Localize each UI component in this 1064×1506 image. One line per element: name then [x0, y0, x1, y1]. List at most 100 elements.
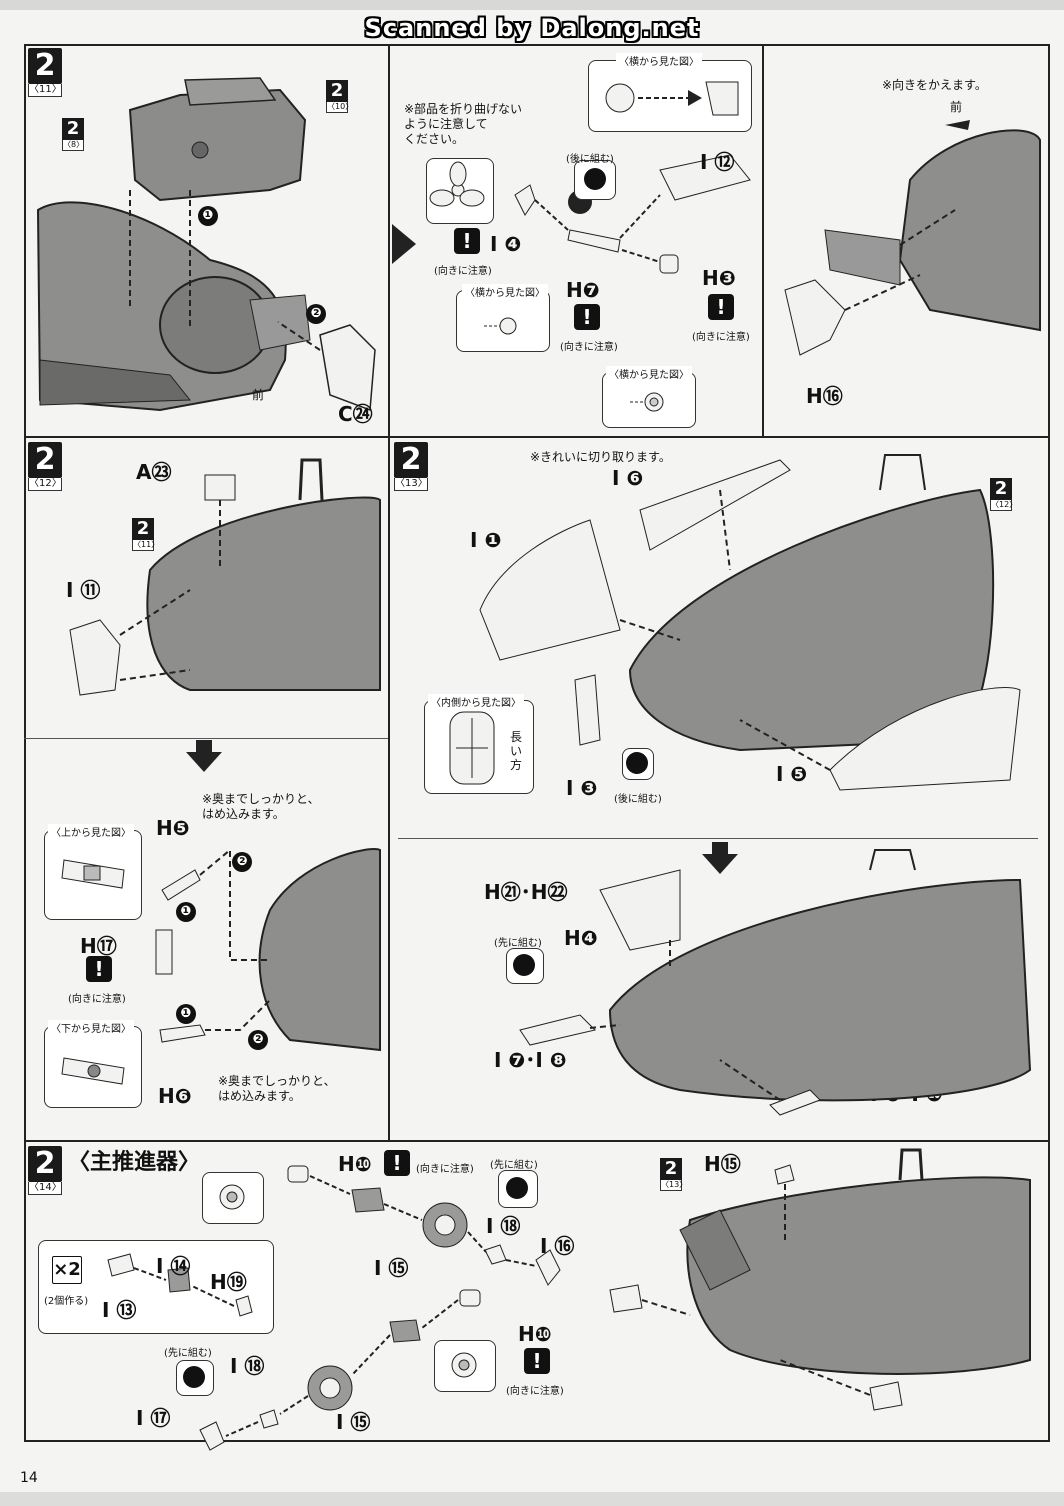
- divider-row1: [24, 436, 1048, 438]
- side-view-title-1: 〈横から見た図〉: [616, 53, 702, 68]
- part-label-h10b: H❿: [518, 1322, 552, 1346]
- submarine-rear-drawing-14: [609, 1148, 1031, 1411]
- caution-icon-6: !: [524, 1348, 550, 1374]
- submarine-assembly-drawing-11: [36, 77, 376, 412]
- part-label-i12: I ⑫: [700, 150, 735, 174]
- side-view-title-3: 〈横から見た図〉: [606, 366, 692, 381]
- divider-thin-right: [398, 838, 1038, 839]
- step-marker-2: ❷: [306, 304, 326, 324]
- ref-badge-10: 2 〈10〉: [326, 80, 354, 113]
- side-view-diagram-2: [484, 317, 517, 335]
- part-label-h5: H❺: [156, 816, 190, 840]
- note-cut-cleanly: ※きれいに切り取ります。: [530, 450, 671, 464]
- part-label-h4: H❹: [564, 926, 598, 950]
- step-badge-13: 2 〈13〉: [394, 442, 428, 491]
- inside-view-title: 〈内側から見た図〉: [428, 694, 524, 709]
- times-two-badge: ×2: [52, 1256, 82, 1284]
- part-label-i15b: I ⑮: [336, 1410, 371, 1434]
- direction-note-1: (向きに注意): [434, 266, 492, 277]
- part-label-i6: I ❻: [612, 466, 644, 490]
- flow-arrow-down-2: [702, 854, 738, 874]
- caution-icon-2: !: [574, 304, 600, 330]
- note-press-firmly-1: ※奥までしっかりと、 はめ込みます。: [202, 792, 320, 821]
- part-label-i13: I ⑬: [102, 1298, 137, 1322]
- direction-note-2: (向きに注意): [560, 342, 618, 353]
- dark-part-icon-4: [506, 1177, 528, 1199]
- step-badge-11: 2 〈11〉: [28, 48, 62, 97]
- part-label-i16: I ⑯: [540, 1234, 575, 1258]
- note-turn-around: ※向きをかえます。: [882, 78, 987, 92]
- detail-diagram-14a: [219, 1184, 245, 1210]
- divider-thin-left: [24, 738, 388, 739]
- step-marker-12-1b: ❶: [176, 1004, 196, 1024]
- long-side-label: 長い方: [510, 730, 523, 772]
- front-label-2: 前: [950, 100, 963, 114]
- part-label-i4: I ❹: [490, 232, 522, 256]
- part-label-h21-h22: H㉑･H㉒: [484, 880, 568, 904]
- side-view-title-2: 〈横から見た図〉: [462, 284, 548, 299]
- caution-icon-4: !: [86, 956, 112, 982]
- dark-part-icon-3: [513, 954, 535, 976]
- part-label-h17: H⑰: [80, 934, 117, 958]
- part-label-i15: I ⑮: [374, 1256, 409, 1280]
- propeller-side-diagram: [605, 81, 739, 116]
- part-label-h19: H⑲: [210, 1270, 247, 1294]
- submarine-front-drawing-12: [69, 458, 381, 696]
- note-press-firmly-2: ※奥までしっかりと、 はめ込みます。: [218, 1074, 336, 1103]
- bottom-stripe: [0, 1492, 1064, 1506]
- submarine-side-drawing-13b: [519, 849, 1032, 1116]
- part-label-i11: I ⑪: [66, 578, 101, 602]
- ref-badge-11: 2 〈11〉: [132, 518, 160, 551]
- part-label-h15: H⑮: [704, 1152, 741, 1176]
- dark-part-icon-1: [584, 168, 606, 190]
- submarine-front-drawing-12b: [155, 847, 381, 1052]
- part-label-h7: H❼: [566, 278, 600, 302]
- flow-arrow-down-2-stem: [712, 842, 728, 856]
- part-label-a23: A㉓: [136, 460, 172, 484]
- submarine-side-drawing-13: [479, 454, 1021, 791]
- step-marker-1: ❶: [198, 206, 218, 226]
- divider-col-right: [762, 44, 764, 436]
- part-label-i3: I ❸: [566, 776, 598, 800]
- step-marker-12-2a: ❷: [232, 852, 252, 872]
- caution-icon-1: !: [454, 228, 480, 254]
- flow-arrow-down-1-stem: [196, 740, 212, 754]
- assemble-first-note-1: (先に組む): [494, 938, 542, 949]
- detail-diagram-14b: [451, 1352, 477, 1378]
- part-label-i17: I ⑰: [136, 1406, 171, 1430]
- top-stripe: [0, 0, 1064, 10]
- side-view-diagram-3: [630, 392, 664, 412]
- assemble-later-note-1: (後に組む): [566, 154, 614, 165]
- make-two-note: (2個作る): [44, 1296, 89, 1307]
- inside-view-diagram: [449, 711, 495, 785]
- section-title-main-thruster: 〈主推進器〉: [68, 1150, 201, 1175]
- ref-badge-13: 2 〈13〉: [660, 1158, 688, 1191]
- caution-icon-5: !: [384, 1150, 410, 1176]
- propeller-front-diagram: [429, 161, 485, 207]
- step-badge-14: 2 〈14〉: [28, 1146, 62, 1195]
- direction-note-3: (向きに注意): [692, 332, 750, 343]
- divider-row3: [24, 1140, 1048, 1142]
- part-label-h6: H❻: [158, 1084, 192, 1108]
- part-label-i5: I ❺: [776, 762, 808, 786]
- page-number: 14: [20, 1470, 38, 1486]
- part-label-i18b: I ⑱: [230, 1354, 265, 1378]
- part-label-i1: I ❶: [470, 528, 502, 552]
- flow-arrow-down-1: [186, 752, 222, 772]
- flow-arrow-right: [392, 224, 416, 264]
- top-view-title: 〈上から見た図〉: [48, 824, 134, 839]
- ref-badge-12: 2 〈12〉: [990, 478, 1018, 511]
- instruction-frame: [24, 44, 1050, 1442]
- front-label: 前: [252, 388, 265, 402]
- assemble-first-note-2: (先に組む): [490, 1160, 538, 1171]
- top-view-diagram: [61, 859, 125, 889]
- divider-col-left: [388, 44, 390, 1140]
- part-label-h10: H❿: [338, 1152, 372, 1176]
- make-two-box: [38, 1240, 274, 1334]
- assemble-later-note-2: (後に組む): [614, 794, 662, 805]
- assemble-first-note-3: (先に組む): [164, 1348, 212, 1359]
- part-label-i7-i8: I ❼･I ❽: [494, 1048, 567, 1072]
- step-marker-12-2b: ❷: [248, 1030, 268, 1050]
- part-label-i14: I ⑭: [156, 1254, 191, 1278]
- submarine-rear-drawing: [784, 120, 1041, 356]
